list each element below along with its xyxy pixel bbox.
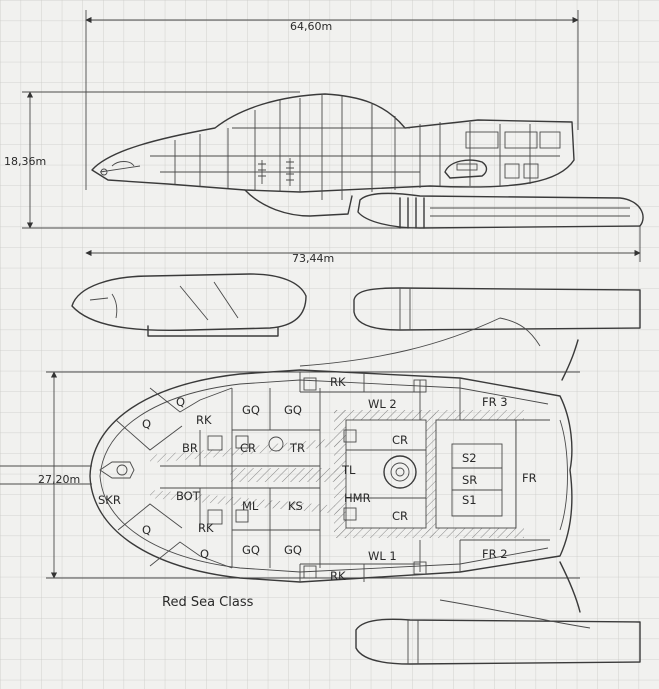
room-q-top-2: Q — [142, 417, 151, 431]
dim-length-full-label: 73,44m — [292, 252, 334, 265]
dim-height-label: 18,36m — [4, 155, 46, 168]
room-cr-3: CR — [392, 509, 408, 523]
room-rk-fwd-bot: RK — [198, 521, 214, 535]
room-labels: Q Q RK BR SKR BOT RK Q Q GQ GQ CR TR ML … — [98, 375, 537, 583]
room-wl-2: WL 2 — [368, 397, 397, 411]
room-q-bot-1: Q — [142, 523, 151, 537]
dim-full-length — [85, 225, 641, 262]
room-cr-2: CR — [392, 433, 408, 447]
room-s1: S1 — [462, 493, 477, 507]
room-gq-1: GQ — [242, 403, 260, 417]
side-exterior-view — [71, 273, 641, 367]
top-plan-view — [0, 339, 581, 613]
room-s2: S2 — [462, 451, 477, 465]
room-tl: TL — [341, 463, 356, 477]
room-fr: FR — [522, 471, 537, 485]
caption: Red Sea Class — [162, 595, 254, 610]
room-sr: SR — [462, 473, 477, 487]
room-fr-3: FR 3 — [482, 395, 508, 409]
room-rk-fwd-top: RK — [196, 413, 212, 427]
room-ml: ML — [242, 499, 259, 513]
room-q-bot-2: Q — [200, 547, 209, 561]
room-rk-bot: RK — [330, 569, 346, 583]
room-cr-1: CR — [240, 441, 256, 455]
room-q-top-1: Q — [176, 395, 185, 409]
room-ks: KS — [288, 499, 303, 513]
room-gq-3: GQ — [242, 543, 260, 557]
room-rk-top: RK — [330, 375, 346, 389]
bottom-nacelle — [355, 599, 641, 665]
room-skr: SKR — [98, 493, 121, 507]
dim-width-label: 27,20m — [38, 473, 80, 486]
room-gq-2: GQ — [284, 403, 302, 417]
room-fr-2: FR 2 — [482, 547, 508, 561]
dim-height — [22, 91, 420, 229]
room-wl-1: WL 1 — [368, 549, 397, 563]
dim-length-top-label: 64,60m — [290, 20, 332, 33]
room-gq-4: GQ — [284, 543, 302, 557]
room-tr: TR — [289, 441, 305, 455]
dim-top-length — [85, 10, 579, 190]
room-hmr: HMR — [344, 491, 371, 505]
room-bot: BOT — [176, 489, 201, 503]
room-br: BR — [182, 441, 198, 455]
side-cutaway-view — [91, 93, 644, 229]
